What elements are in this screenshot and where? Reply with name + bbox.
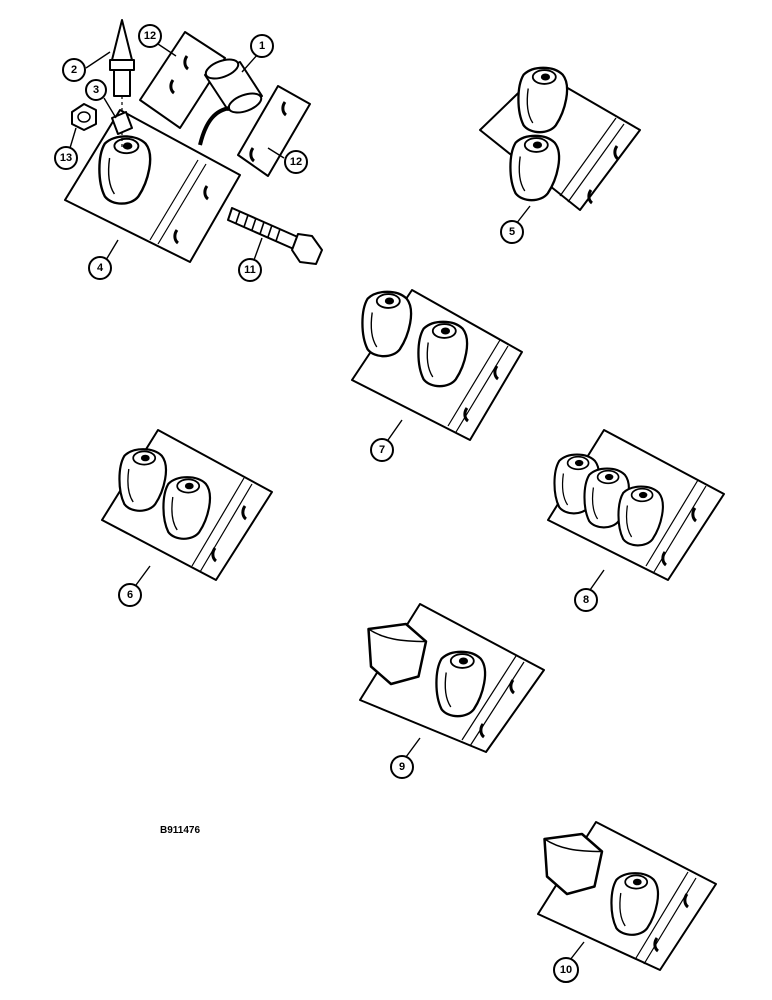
callout-10: 10 bbox=[553, 957, 579, 983]
callout-label: 11 bbox=[244, 264, 256, 276]
callout-2: 2 bbox=[62, 58, 86, 82]
front-plate bbox=[237, 85, 311, 177]
callout-6: 6 bbox=[118, 583, 142, 607]
callout-label: 13 bbox=[60, 152, 72, 164]
base-plate bbox=[64, 109, 241, 263]
callout-11: 11 bbox=[238, 258, 262, 282]
callout-label: 10 bbox=[560, 964, 572, 976]
retainer bbox=[111, 111, 133, 135]
callout-label: 12 bbox=[290, 156, 302, 168]
callout-3: 3 bbox=[85, 79, 107, 101]
callout-9: 9 bbox=[390, 755, 414, 779]
assembly-9 bbox=[359, 603, 545, 753]
callout-label: 3 bbox=[93, 84, 99, 96]
callout-label: 8 bbox=[583, 594, 589, 606]
callout-label: 9 bbox=[399, 761, 405, 773]
bolt bbox=[227, 207, 323, 265]
callout-label: 2 bbox=[71, 64, 77, 76]
callout-12-lower: 12 bbox=[284, 150, 308, 174]
callout-12-upper: 12 bbox=[138, 24, 162, 48]
assembly-5 bbox=[479, 66, 641, 211]
callout-5: 5 bbox=[500, 220, 524, 244]
callout-13: 13 bbox=[54, 146, 78, 170]
callout-label: 4 bbox=[97, 262, 104, 274]
assembly-6 bbox=[101, 429, 273, 581]
assembly-10 bbox=[537, 821, 717, 971]
callout-label: 5 bbox=[509, 226, 515, 238]
exploded-assembly bbox=[64, 19, 323, 265]
callout-8: 8 bbox=[574, 588, 598, 612]
callout-label: 6 bbox=[127, 589, 133, 601]
back-plate bbox=[139, 31, 226, 129]
callout-1: 1 bbox=[250, 34, 274, 58]
spacer-tube bbox=[198, 58, 263, 146]
assembly-8 bbox=[547, 429, 725, 581]
callout-label: 1 bbox=[259, 40, 265, 52]
assembly-7 bbox=[351, 289, 523, 441]
reference-code: B911476 bbox=[160, 825, 201, 836]
callout-4: 4 bbox=[88, 256, 112, 280]
callouts: 1 2 3 4 5 6 7 8 9 10 11 12 12 13 bbox=[54, 24, 598, 983]
callout-label: 7 bbox=[379, 444, 385, 456]
callout-label: 12 bbox=[144, 30, 156, 42]
callout-7: 7 bbox=[370, 438, 394, 462]
leader-lines bbox=[69, 43, 605, 961]
